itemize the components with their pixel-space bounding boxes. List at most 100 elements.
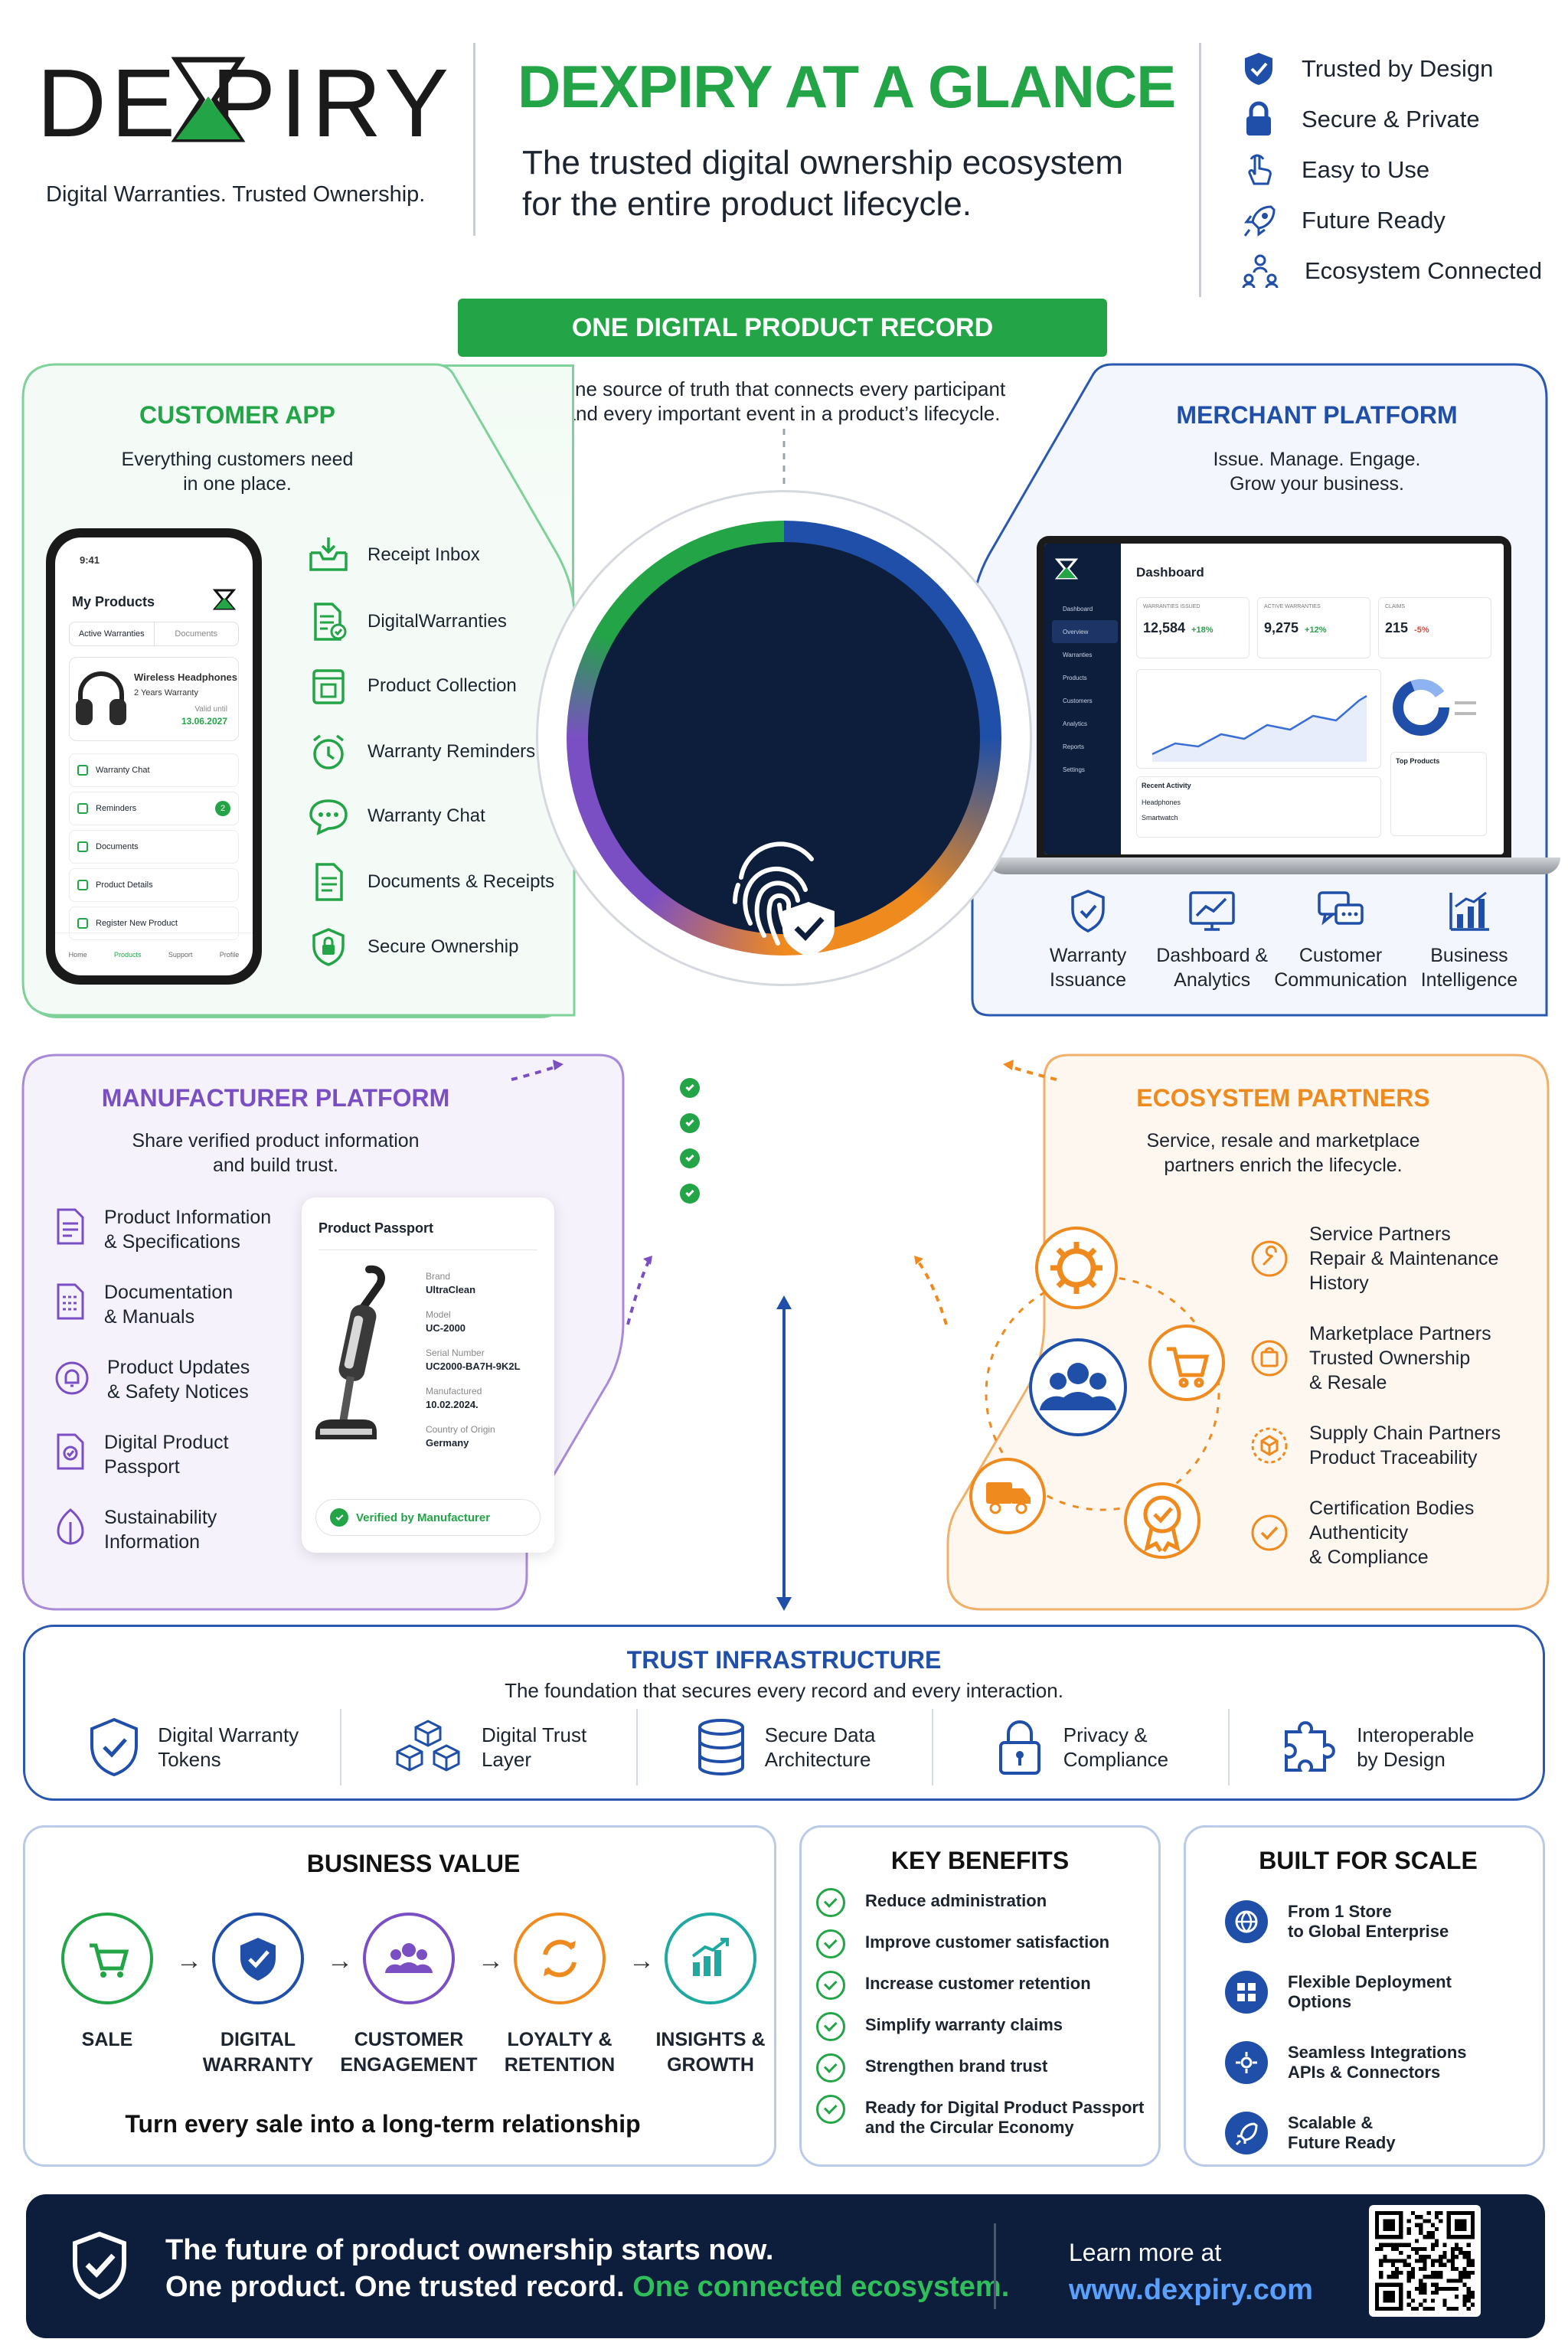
gear-wrench-icon (1050, 1242, 1102, 1294)
sale-cart-icon (61, 1913, 153, 2004)
feature-ecosystem: Ecosystem Connected (1242, 253, 1542, 289)
brand-tagline: Digital Warranties. Trusted Ownership. (46, 182, 426, 207)
passport-document-icon (54, 1432, 87, 1472)
safety-bell-icon (54, 1357, 90, 1396)
marketplace-bag-icon (1250, 1338, 1289, 1378)
feature-future: Future Ready (1242, 202, 1446, 239)
record-check-item: Privacy by Design (680, 1176, 940, 1211)
merchant-desc-1: Issue. Manage. Engage. (1213, 449, 1421, 470)
secure-shield-icon (306, 926, 351, 968)
qr-code[interactable] (1369, 2205, 1481, 2317)
scale-title: BUILT FOR SCALE (1259, 1847, 1478, 1874)
benefit-item: Strengthen brand trust (816, 2053, 1153, 2082)
check-icon (816, 2012, 845, 2041)
footer-url-link[interactable]: www.dexpiry.com (1069, 2274, 1313, 2306)
tab-active-warranties[interactable]: Active Warranties (70, 622, 155, 645)
manual-icon (54, 1282, 87, 1321)
record-title-2: PRODUCT RECORD (630, 1037, 938, 1073)
benefits-title: KEY BENEFITS (890, 1847, 1070, 1874)
people-group-icon (1040, 1363, 1116, 1410)
check-circle-icon (680, 1113, 700, 1133)
business-step: INSIGHTS &GROWTH (649, 1913, 772, 2076)
benefits-card (799, 1825, 1161, 2167)
check-circle-icon (330, 1508, 348, 1527)
nav-profile[interactable]: Profile (219, 950, 240, 959)
page-title: DEXPIRY AT A GLANCE (518, 53, 1176, 120)
customer-feature-label: Secure Ownership (368, 936, 519, 957)
manufacturer-feature-item: Documentation& Manuals (54, 1280, 233, 1329)
record-check-item: Always Accessible (680, 1141, 940, 1176)
customer-feature-label: Documents & Receipts (368, 871, 555, 892)
spec-document-icon (54, 1207, 87, 1246)
headphones-icon (76, 671, 126, 725)
nav-support[interactable]: Support (168, 950, 193, 959)
footer-learn: Learn more at (1069, 2239, 1222, 2266)
svg-text:DE PIRY: DE PIRY (37, 54, 450, 145)
business-step: SALE (46, 1913, 168, 2054)
nav-products[interactable]: Products (114, 950, 142, 959)
chat-icon (77, 765, 88, 776)
dash-nav-item[interactable]: Dashboard (1063, 605, 1093, 612)
trust-title: TRUST INFRASTRUCTURE (626, 1646, 942, 1674)
feature-trusted: Trusted by Design (1242, 51, 1493, 87)
lock-icon (1242, 101, 1276, 138)
tab-documents[interactable]: Documents (175, 629, 218, 639)
network-people-icon (1242, 253, 1279, 289)
header-divider (473, 43, 475, 236)
customer-title: CUSTOMER APP (139, 401, 336, 429)
customer-desc-1: Everything customers need (121, 449, 354, 470)
dash-nav-item[interactable]: Warranties (1063, 651, 1093, 658)
dash-nav-item[interactable]: Reports (1063, 743, 1085, 750)
digital-warranty-icon (212, 1913, 304, 2004)
check-circle-icon (680, 1078, 700, 1098)
chat-bubble-icon (306, 796, 351, 836)
connector-lines (511, 429, 1057, 1611)
record-desc-2: and every important event in a product’s… (564, 402, 1001, 425)
customer-feature-label: Product Collection (368, 675, 517, 696)
dash-nav-item[interactable]: Customers (1063, 697, 1093, 704)
leaf-icon (54, 1507, 87, 1547)
customer-feature-label: Warranty Chat (368, 805, 485, 826)
product-card[interactable]: Wireless Headphones 2 Years Warranty Val… (69, 657, 239, 741)
phone-menu-item[interactable]: Warranty Chat (69, 753, 239, 787)
footer-line-2: One product. One trusted record. One con… (165, 2271, 1010, 2303)
shield-check-icon (1242, 51, 1276, 87)
dash-nav-item[interactable]: Analytics (1063, 720, 1088, 727)
dash-nav-item[interactable]: Overview (1052, 620, 1118, 643)
dash-nav-item[interactable]: Products (1063, 674, 1087, 681)
check-icon (816, 1929, 845, 1958)
dash-nav-item[interactable]: Settings (1063, 766, 1085, 773)
info-icon (77, 880, 88, 890)
phone-menu-item[interactable]: Register New Product (69, 906, 239, 940)
phone-menu-item[interactable]: Documents (69, 830, 239, 864)
footer-banner (26, 2194, 1545, 2338)
dash-donut (1390, 669, 1487, 746)
nav-home[interactable]: Home (68, 950, 87, 959)
warranty-shield-icon (1067, 888, 1109, 939)
certified-check-icon (1250, 1513, 1289, 1553)
phone-tabs: Active Warranties Documents (69, 622, 239, 646)
phone-menu-item[interactable]: Product Details (69, 868, 239, 902)
product-valid-date: 13.06.2027 (181, 716, 227, 727)
